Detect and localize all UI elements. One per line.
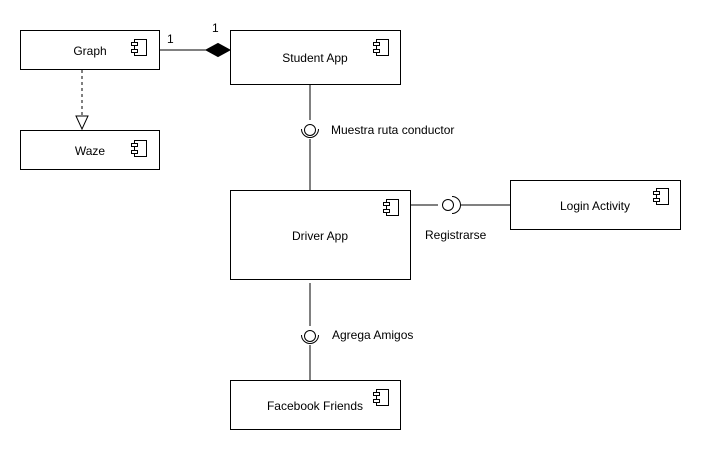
component-waze[interactable]: Waze [20,130,160,170]
realization-graph-waze [75,70,89,131]
interface-label: Registrarse [425,228,487,242]
component-label: Facebook Friends [267,399,363,413]
component-icon [373,389,389,406]
composition-graph-student: 1 1 [160,21,232,58]
component-label: Waze [75,144,106,158]
component-label: Driver App [292,229,348,243]
realization-arrowhead [75,115,89,131]
interface-agrega-amigos: Agrega Amigos [301,283,413,380]
required-interface-socket [301,128,319,138]
source-multiplicity: 1 [167,32,174,46]
interface-muestra-ruta: Muestra ruta conductor [301,85,454,190]
component-login-activity[interactable]: Login Activity [510,180,681,230]
interface-label: Agrega Amigos [332,328,413,342]
target-multiplicity: 1 [212,21,219,35]
provided-interface-ball [304,330,316,342]
provided-interface-ball [304,124,316,136]
provided-interface-ball [442,199,454,211]
component-student-app[interactable]: Student App [230,30,401,85]
component-facebook-friends[interactable]: Facebook Friends [230,380,401,430]
component-icon [653,188,669,205]
component-label: Login Activity [560,199,630,213]
required-interface-socket [301,334,319,344]
composition-diamond [204,42,232,58]
component-driver-app[interactable]: Driver App [230,190,411,280]
interface-registrarse: Registrarse [410,196,510,242]
component-label: Graph [73,44,106,58]
component-icon [373,39,389,56]
component-icon [131,140,147,157]
component-graph[interactable]: Graph [20,30,160,70]
component-icon [131,39,147,56]
interface-label: Muestra ruta conductor [331,123,454,137]
component-icon [383,199,399,216]
component-label: Student App [282,51,348,65]
required-interface-socket [451,196,461,214]
